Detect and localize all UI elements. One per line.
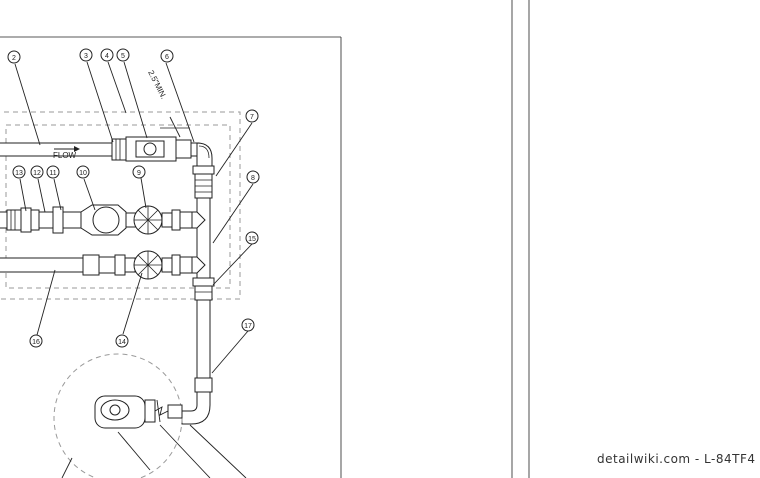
watermark-text: detailwiki.com - L-84TF4: [597, 452, 756, 466]
callout-2: 2: [7, 50, 21, 64]
clearance-dimension: 2.5"MIN.: [146, 69, 190, 138]
callout-5: 5: [116, 48, 130, 62]
svg-text:8: 8: [251, 175, 255, 182]
callout-18: 18: [0, 0, 8, 2]
flow-indicator: FLOW: [53, 146, 80, 160]
enclosure-outline: [0, 111, 241, 300]
sheet-border: [0, 0, 530, 478]
svg-text:10: 10: [79, 170, 87, 177]
svg-text:11: 11: [49, 170, 56, 177]
svg-text:6: 6: [165, 54, 169, 61]
svg-text:5: 5: [121, 53, 125, 60]
callout-13: 13: [12, 165, 26, 179]
callout-7: 7: [245, 109, 259, 123]
callout-12: 12: [30, 165, 44, 179]
upper-branch: [0, 204, 206, 236]
supply-pipe-upper: [0, 136, 200, 162]
flow-label: FLOW: [53, 151, 77, 160]
callout-8: 8: [246, 170, 260, 184]
lower-branch: [0, 250, 206, 280]
callout-11: 11: [46, 165, 60, 179]
callout-15: 15: [245, 231, 259, 245]
callout-16: 16: [29, 334, 43, 348]
svg-text:13: 13: [15, 170, 23, 177]
svg-text:2: 2: [12, 55, 16, 62]
svg-text:4: 4: [105, 53, 109, 60]
svg-text:17: 17: [244, 323, 252, 330]
callout-4: 4: [100, 48, 114, 62]
min-clearance-note: 2.5"MIN.: [146, 69, 168, 101]
svg-text:15: 15: [248, 236, 256, 243]
svg-text:16: 16: [32, 339, 40, 346]
callout-14: 14: [115, 334, 129, 348]
callout-10: 10: [76, 165, 90, 179]
svg-text:12: 12: [33, 170, 41, 177]
svg-text:7: 7: [250, 114, 254, 121]
callout-17: 17: [241, 318, 255, 332]
callout-3: 3: [79, 48, 93, 62]
riser-pipe: [181, 142, 215, 425]
svg-text:3: 3: [84, 53, 88, 60]
callout-9: 9: [132, 165, 146, 179]
leader-lines: [14, 61, 254, 478]
pump-tank: [53, 353, 183, 478]
callout-6: 6: [160, 49, 174, 63]
svg-text:9: 9: [137, 170, 141, 177]
svg-text:14: 14: [118, 339, 126, 346]
